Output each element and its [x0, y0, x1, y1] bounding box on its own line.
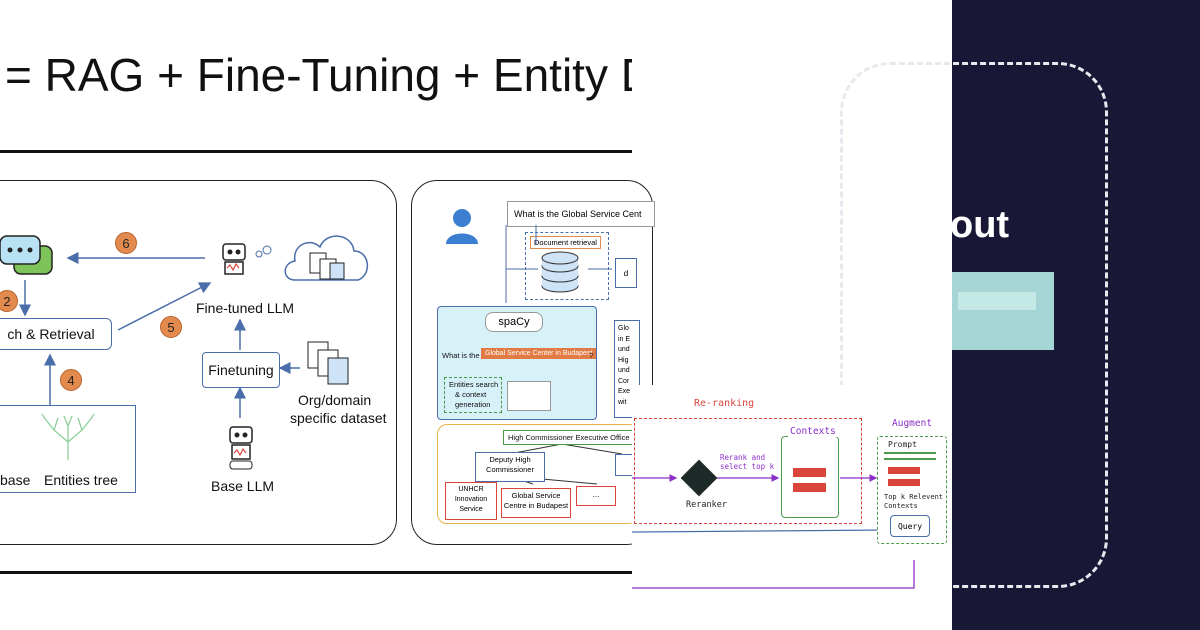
tree-unhcr-node: UNHCR Innovation Service [445, 482, 497, 520]
answer-line: und [618, 346, 630, 353]
org-dataset-label-1: Org/domain [298, 392, 372, 408]
step-6-badge: 6 [115, 232, 137, 254]
answer-line: Glo [618, 325, 629, 332]
tree-root-node: High Commissioner Executive Office [503, 430, 635, 445]
contexts-label: Contexts [788, 426, 838, 437]
answer-line: Exe [618, 388, 631, 395]
topk-bar-2 [888, 479, 920, 486]
spacy-question-suffix: ? [589, 351, 594, 360]
slide-title: i = RAG + Fine-Tuning + Entity De [0, 49, 632, 101]
base-robot-icon [229, 426, 253, 470]
answer-line: in E [618, 335, 631, 343]
spacy-question-prefix: What is the [442, 351, 480, 360]
topk-label-line: Contexts [884, 502, 918, 510]
tree-unhcr-line: Service [459, 506, 483, 513]
bottom-rule [0, 571, 632, 574]
base-llm-label: Base LLM [211, 478, 275, 494]
knowledge-cloud-icon [284, 235, 368, 281]
chat-bubbles-icon [0, 235, 53, 275]
tree-deputy-node: Deputy High Commissioner [475, 452, 545, 482]
topk-label-line: Top k Relevent [884, 493, 944, 501]
dark-panel-text: out [950, 204, 1010, 246]
tree-deputy-line: Deputy High [489, 455, 531, 464]
spacy-label: spaCy [485, 312, 543, 332]
tree-unhcr-line: Innovation [454, 496, 488, 503]
answer-line: wit [618, 398, 627, 406]
spacy-entity-highlight: Global Service Center in Budapest [481, 348, 597, 359]
context-bar-2 [793, 483, 826, 492]
tree-gsc-line: Global Service [511, 491, 561, 500]
answer-text: Glo in E und Hig und Cor Exe wit [618, 324, 630, 408]
topk-label: Top k Relevent Contexts [884, 493, 943, 511]
user-question-box: What is the Global Service Cent [507, 201, 655, 227]
answer-line: Hig [618, 356, 629, 364]
database-icon [541, 251, 579, 293]
mini-tree-thumbnail [507, 381, 551, 411]
prompt-label: Prompt [888, 440, 917, 449]
answer-line: und [618, 367, 630, 374]
entities-tree-icon [41, 413, 95, 460]
doc-output-box: d [615, 258, 637, 288]
left-panel-arrows [19, 252, 300, 418]
dark-dashed-frame [840, 62, 1108, 588]
knowledge-base-label: base [0, 472, 31, 488]
fine-tuned-robot-icon [222, 243, 272, 275]
entities-tree-label: Entities tree [44, 472, 118, 488]
entities-search-label-1: Entities search [449, 380, 499, 389]
step-2-badge: 2 [0, 290, 18, 312]
tree-gsc-node: Global Service Centre in Budapest [501, 488, 571, 518]
top-rule [0, 150, 632, 153]
rerank-note-line: select top k [720, 462, 775, 471]
context-bar-1 [793, 468, 826, 477]
search-retrieval-box: ch & Retrieval [0, 318, 112, 350]
dark-input-bar [958, 292, 1036, 310]
user-avatar-icon [440, 202, 484, 246]
org-dataset-label-2: specific dataset [290, 410, 387, 426]
rerank-dashed-region [634, 418, 862, 524]
topk-bar-1 [888, 467, 920, 474]
reranking-label: Re-ranking [694, 398, 755, 409]
dataset-documents-icon [307, 341, 349, 385]
dark-input-block [952, 272, 1054, 350]
tree-unhcr-line: UNHCR [458, 486, 484, 493]
rerank-arrows [632, 474, 915, 589]
document-retrieval-label: Document retrieval [530, 236, 601, 249]
reranker-label: Reranker [686, 500, 727, 510]
entities-search-label-3: generation [455, 400, 491, 409]
rerank-note-line: Rerank and [720, 453, 766, 462]
tree-gsc-line: Centre in Budapest [503, 501, 569, 510]
step-5-badge: 5 [160, 316, 182, 338]
augment-label: Augment [892, 418, 933, 429]
prompt-line-2 [884, 458, 936, 460]
contexts-box [781, 436, 839, 518]
document-retrieval-box [525, 232, 609, 300]
prompt-line-1 [884, 452, 936, 454]
step-4-badge: 4 [60, 369, 82, 391]
fine-tuned-llm-label: Fine-tuned LLM [196, 300, 295, 316]
rerank-note: Rerank and select top k [720, 453, 774, 471]
finetuning-box: Finetuning [202, 352, 280, 388]
reranker-diamond-icon [680, 459, 718, 497]
entities-search-label-2: & context [455, 390, 487, 399]
answer-line: Cor [618, 377, 630, 385]
mid-panel-arrows [505, 225, 612, 303]
tree-deputy-line: Commissioner [486, 465, 534, 474]
query-box: Query [890, 515, 930, 537]
tree-ellipsis-node: ... [576, 486, 616, 506]
entities-search-box [444, 377, 502, 413]
